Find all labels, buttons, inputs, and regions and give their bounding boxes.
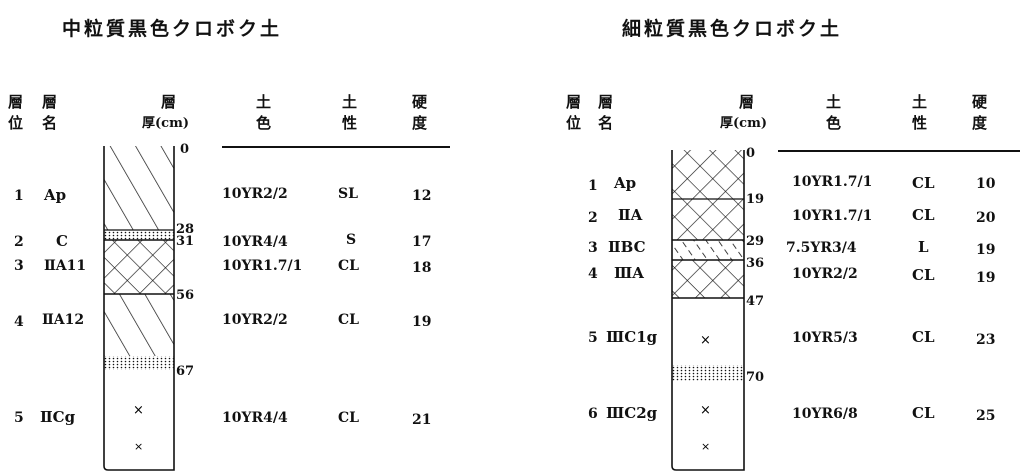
mottle-mark: × <box>700 403 711 418</box>
row-color: 10YR1.7/1 <box>792 208 873 224</box>
mottle-mark: × <box>134 440 143 453</box>
row-no: 1 <box>14 188 24 204</box>
row-hardness: 18 <box>412 260 432 276</box>
row-texture: CL <box>338 410 359 426</box>
left-title: 中粒質黒色クロボク土 <box>62 18 283 40</box>
depth-label: 19 <box>746 192 765 207</box>
header-hardness: 硬度 <box>972 93 988 132</box>
depth-label: 56 <box>176 288 195 303</box>
row-no: 4 <box>14 314 24 330</box>
row-name: ⅡCg <box>40 408 76 426</box>
row-name: ⅡA12 <box>42 312 85 328</box>
row-no: 2 <box>14 234 24 250</box>
row-texture: L <box>918 238 929 256</box>
row-texture: CL <box>912 206 935 224</box>
left-soil-column: × × <box>103 146 175 471</box>
row-name: ⅡA11 <box>44 258 87 274</box>
header-texture: 土性 <box>912 93 928 132</box>
mottle-mark: × <box>133 403 144 418</box>
depth-label: 70 <box>746 370 765 385</box>
row-no: 3 <box>588 240 598 256</box>
header-layer-name: 層名 <box>42 93 58 132</box>
row-name: C <box>56 232 68 250</box>
row-name: ⅢC1g <box>606 328 658 346</box>
header-rule <box>778 150 1020 152</box>
row-name: Ap <box>44 186 67 204</box>
row-hardness: 20 <box>976 210 996 226</box>
depth-label: 67 <box>176 364 195 379</box>
row-name: ⅢC2g <box>606 404 658 422</box>
row-texture: CL <box>912 266 935 284</box>
mottle-mark: × <box>700 333 711 348</box>
row-hardness: 17 <box>412 234 432 250</box>
row-color: 10YR2/2 <box>792 266 858 282</box>
row-hardness: 21 <box>412 412 432 428</box>
mottle-mark: × <box>701 440 710 453</box>
row-no: 4 <box>588 266 598 282</box>
header-layer-name: 層名 <box>598 93 614 132</box>
right-soil-column: × × × <box>671 150 745 471</box>
row-no: 1 <box>588 178 598 194</box>
row-name: ⅡBC <box>608 238 646 256</box>
row-hardness: 12 <box>412 188 432 204</box>
header-hardness: 硬度 <box>412 93 428 132</box>
depth-label: 29 <box>746 234 765 249</box>
row-texture: CL <box>912 174 935 192</box>
header-color: 土色 <box>256 93 272 132</box>
header-rule <box>222 146 450 148</box>
row-texture: SL <box>338 186 358 202</box>
right-title: 細粒質黒色クロボク土 <box>622 18 843 40</box>
row-color: 10YR6/8 <box>792 406 858 422</box>
row-texture: CL <box>338 312 359 328</box>
row-color: 10YR2/2 <box>222 312 288 328</box>
header-thickness: 層厚(cm) <box>720 93 767 131</box>
row-no: 5 <box>588 330 598 346</box>
row-color: 10YR1.7/1 <box>792 174 873 190</box>
row-no: 3 <box>14 258 24 274</box>
depth-label: 0 <box>746 146 756 161</box>
header-layer-no: 層位 <box>8 93 24 132</box>
row-name: ⅢA <box>614 264 644 282</box>
header-color: 土色 <box>826 93 842 132</box>
depth-label: 47 <box>746 294 765 309</box>
row-hardness: 19 <box>976 270 996 286</box>
row-color: 10YR4/4 <box>222 234 288 250</box>
row-no: 6 <box>588 406 598 422</box>
depth-label: 0 <box>180 142 190 157</box>
row-color: 10YR4/4 <box>222 410 288 426</box>
row-hardness: 19 <box>976 242 996 258</box>
row-hardness: 25 <box>976 408 996 424</box>
row-no: 2 <box>588 210 598 226</box>
header-layer-no: 層位 <box>566 93 582 132</box>
row-name: ⅡA <box>618 206 643 224</box>
header-thickness: 層厚(cm) <box>142 93 189 131</box>
row-texture: CL <box>912 404 935 422</box>
row-texture: S <box>346 232 357 248</box>
row-no: 5 <box>14 410 24 426</box>
row-color: 7.5YR3/4 <box>786 240 857 256</box>
row-name: Ap <box>614 174 637 192</box>
row-hardness: 19 <box>412 314 432 330</box>
row-texture: CL <box>338 258 359 274</box>
depth-label: 28 <box>176 222 195 237</box>
row-texture: CL <box>912 328 935 346</box>
row-hardness: 23 <box>976 332 996 348</box>
row-color: 10YR2/2 <box>222 186 288 202</box>
row-color: 10YR5/3 <box>792 330 858 346</box>
header-texture: 土性 <box>342 93 358 132</box>
depth-label: 31 <box>176 234 195 249</box>
row-hardness: 10 <box>976 176 996 192</box>
depth-label: 36 <box>746 256 765 271</box>
row-color: 10YR1.7/1 <box>222 258 303 274</box>
